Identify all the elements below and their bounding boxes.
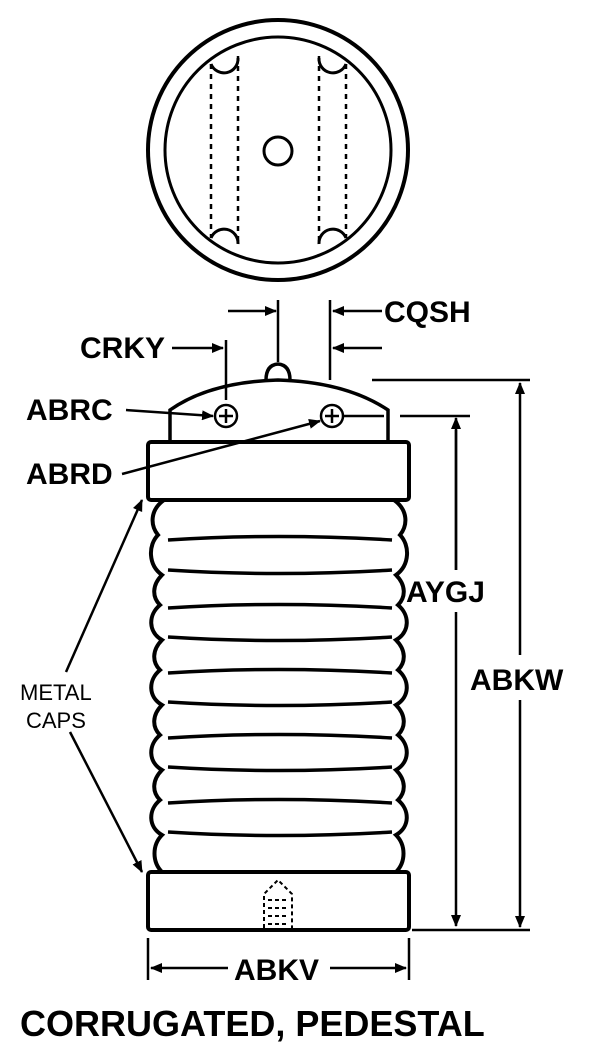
corrugation-grooves [167,534,393,838]
abrd-leader [121,419,321,476]
top-view-hidden-slots [209,56,348,246]
label-crky: CRKY [80,332,165,365]
top-view-center-hole [262,135,294,167]
label-cqsh: CQSH [384,296,471,329]
label-abkw: ABKW [470,664,564,697]
label-abkv: ABKV [234,954,319,987]
pedestal-stud [264,362,292,381]
mounting-hole-right [319,403,345,429]
label-caps: CAPS [26,708,86,733]
top-metal-cap [146,440,411,502]
mounting-hole-left [213,403,239,429]
diagram-caption: CORRUGATED, PEDESTAL [20,1003,485,1044]
abrc-leader [125,408,214,421]
base-threaded-hole [263,878,293,928]
corrugated-body [149,498,409,874]
top-view-slot-arcs [209,57,348,245]
side-view [146,362,411,932]
pedestal-dome [168,378,390,442]
top-view-inner-ring [163,35,393,265]
dimension-lines [64,300,530,980]
top-view-outer-ring [146,18,410,282]
label-aygj: AYGJ [406,576,485,609]
metal-caps-leader-bottom [68,731,144,873]
label-abrd: ABRD [26,458,113,491]
label-abrc: ABRC [26,394,113,427]
bottom-metal-cap [146,870,411,932]
top-view [146,18,410,282]
metal-caps-leader-top [64,499,144,673]
label-metal: METAL [20,680,92,705]
